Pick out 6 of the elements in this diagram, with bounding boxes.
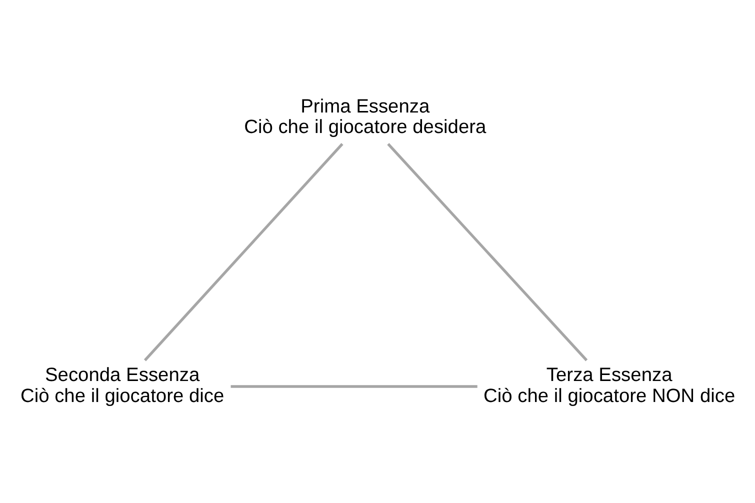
node-text: Terza Essenza Ciò che il giocatore NON dice bbox=[484, 364, 736, 406]
connector bbox=[144, 142, 344, 361]
node-text: Prima Essenza Ciò che il giocatore desidera bbox=[244, 96, 486, 138]
connector bbox=[230, 384, 478, 388]
node-text: Seconda Essenza Ciò che il giocatore dice bbox=[20, 364, 224, 406]
connector bbox=[387, 142, 588, 361]
